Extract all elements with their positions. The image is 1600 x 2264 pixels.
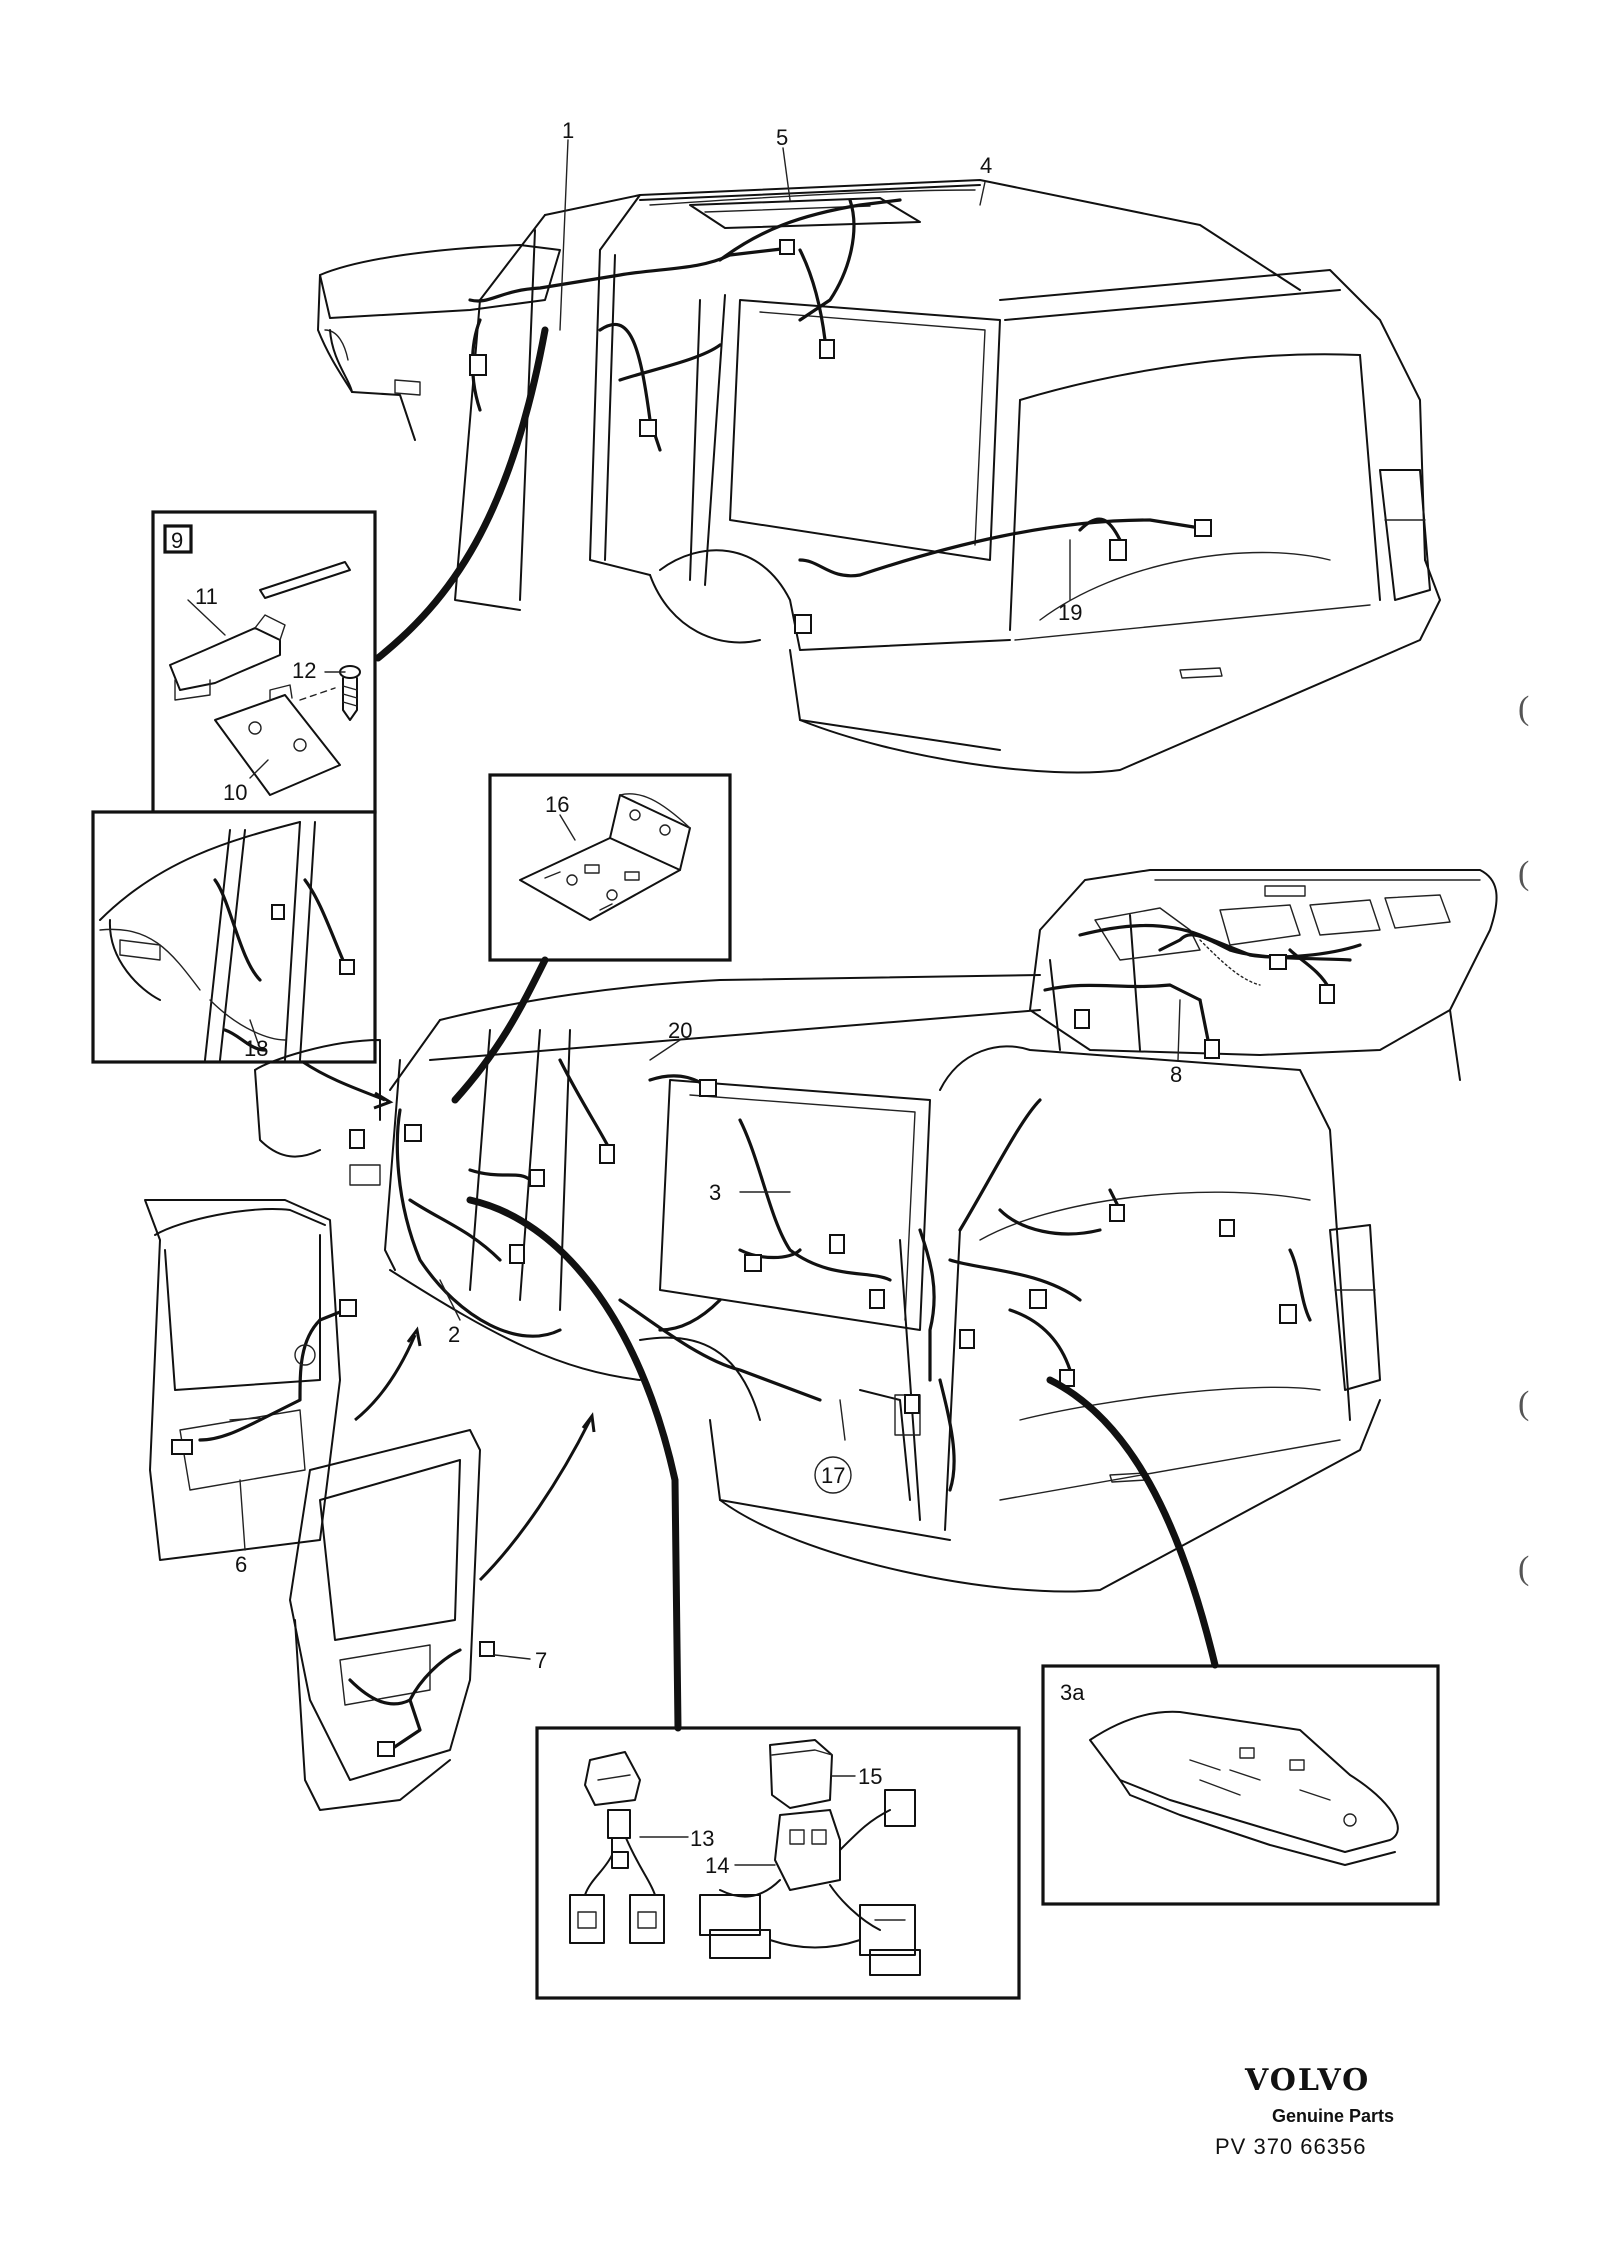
callout-16: 16 [545,792,569,817]
callout-11: 11 [195,584,218,609]
callout-1: 1 [562,118,574,143]
callout-9: 9 [171,528,183,553]
callout-10: 10 [223,780,247,805]
callout-5: 5 [776,125,788,150]
part-code: PV 370 66356 [1215,2134,1367,2159]
front-door [144,1199,357,1561]
margin-mark: ( [1518,1550,1530,1587]
callout-labels: 1 5 4 19 9 11 12 10 16 18 20 3 8 2 17 6 … [171,118,1182,1878]
inset-16-bracket [488,773,732,962]
callout-4: 4 [980,153,992,178]
rear-door [289,1429,495,1811]
brand-logo-text: VOLVO [1245,2063,1371,2098]
callout-19: 19 [1058,600,1082,625]
callout-6: 6 [235,1552,247,1577]
callout-7: 7 [535,1648,547,1673]
reference-leaders [302,326,1219,1732]
upper-car-body [317,179,1441,774]
callout-20: 20 [668,1018,692,1043]
callout-13: 13 [690,1826,714,1851]
callout-3a: 3a [1060,1680,1085,1705]
lower-car-harnesses [349,923,1362,1492]
callout-8: 8 [1170,1062,1182,1087]
callout-3: 3 [709,1180,721,1205]
upper-car-harnesses [468,198,1212,634]
callout-15: 15 [858,1764,882,1789]
callout-18: 18 [244,1036,268,1061]
margin-mark: ( [1518,855,1530,892]
inset-18-pillar [91,810,377,1064]
inset-9-bracket [151,510,377,814]
callout-14: 14 [705,1853,729,1878]
margin-mark: ( [1518,1385,1530,1422]
brand-tagline: Genuine Parts [1272,2106,1395,2126]
callout-2: 2 [448,1322,460,1347]
lower-car-body [254,869,1498,1593]
callout-leaders [187,139,1181,1866]
callout-12: 12 [292,658,316,683]
inset-relay-connectors [535,1726,1021,2000]
margin-mark: ( [1518,690,1530,727]
inset-3a-cover [1041,1664,1440,1906]
callout-17-circle [814,1456,852,1494]
callout-17: 17 [821,1463,845,1488]
